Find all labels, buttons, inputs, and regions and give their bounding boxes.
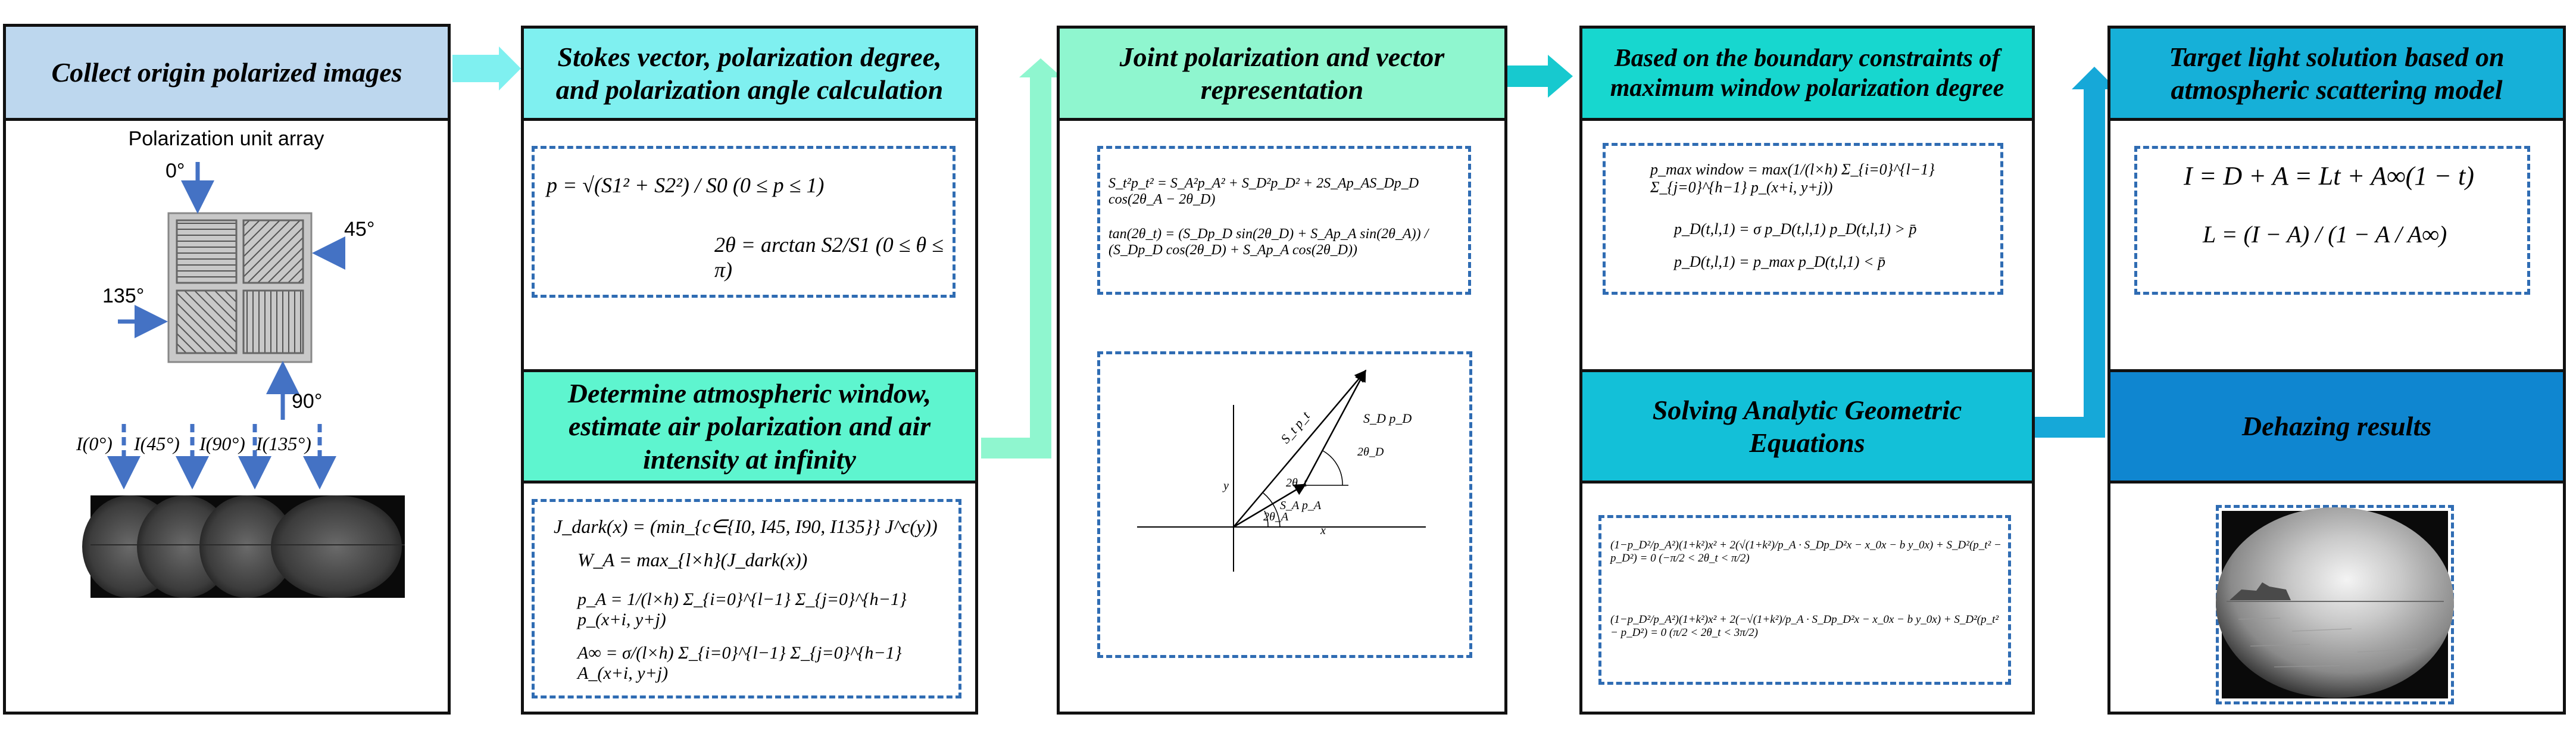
diagram-2theta-d-label: 2θ_D [1357, 445, 1384, 458]
boundary-eq-case1: p_D(t,l,1) = σ p_D(t,l,1) p_D(t,l,1) > p… [1674, 220, 1917, 238]
solving-eq-2: (1−p_D²/p_A²)(1+k²)x² + 2(−√(1+k²)/p_A ·… [1610, 613, 1999, 639]
panel-solving-title: Solving Analytic Geometric Equations [1579, 369, 2035, 484]
intensity-label-45: I(45°) [134, 433, 180, 454]
angle-label-0: 0° [166, 160, 185, 182]
target-eq-radiance: L = (I − A) / (1 − A / A∞) [2203, 221, 2447, 248]
arrow-p2-p3 [981, 58, 1062, 458]
arrow-p3-p4 [1507, 55, 1573, 98]
panel-dehazing-title: Dehazing results [2107, 369, 2566, 484]
angle-label-135: 135° [102, 285, 145, 307]
polarization-array-caption: Polarization unit array [128, 127, 324, 150]
diagram-x-label: x [1320, 524, 1326, 537]
polarizer-45 [242, 219, 304, 284]
joint-eq-angle: tan(2θ_t) = (S_Dp_D sin(2θ_D) + S_Ap_A s… [1109, 226, 1429, 258]
target-eq-scattering: I = D + A = Lt + A∞(1 − t) [2184, 161, 2474, 191]
panel-stokes-title: Stokes vector, polarization degree, and … [521, 26, 978, 121]
panel-collect-images [3, 24, 451, 715]
polarizer-135 [176, 289, 238, 354]
polarizer-0 [176, 219, 238, 284]
stokes-eq-polarization-degree: p = √(S1² + S2²) / S0 (0 ≤ p ≤ 1) [547, 173, 825, 197]
eq-dark-channel: J_dark(x) = (min_{c∈{I0, I45, I90, I135}… [554, 516, 938, 537]
angle-label-90: 90° [292, 390, 323, 413]
arc-2theta-a [1264, 510, 1269, 528]
solving-equation-box [1598, 515, 2011, 685]
panel-joint-vector-title: Joint polarization and vector representa… [1057, 26, 1507, 121]
eq-air-polarization: p_A = 1/(l×h) Σ_{i=0}^{l−1} Σ_{j=0}^{h−1… [577, 589, 907, 629]
arrow-p1-p2 [452, 46, 521, 91]
eq-air-intensity: A∞ = σ/(l×h) Σ_{i=0}^{l−1} Σ_{j=0}^{h−1}… [577, 643, 902, 683]
solving-eq-1: (1−p_D²/p_A²)(1+k²)x² + 2(√(1+k²)/p_A · … [1610, 539, 2002, 564]
arrow-p4-p5 [2035, 67, 2117, 438]
arc-2theta-d [1322, 450, 1343, 486]
boundary-eq-pmax: p_max window = max(1/(l×h) Σ_{i=0}^{l−1}… [1650, 161, 1935, 196]
polarizer-90 [242, 289, 304, 354]
diagram-y-label: y [1223, 479, 1229, 492]
intensity-label-90: I(90°) [199, 433, 245, 454]
intensity-label-135: I(135°) [256, 433, 311, 454]
angle-label-45: 45° [344, 218, 375, 241]
panel-boundary-title: Based on the boundary constraints of max… [1579, 26, 2035, 121]
atmospheric-equation-box [532, 499, 961, 698]
stokes-eq-polarization-angle: 2θ = arctan S2/S1 (0 ≤ θ ≤ π) [714, 233, 944, 282]
vector-sa [1233, 484, 1307, 528]
vector-sd [1303, 369, 1366, 486]
diagram-sd-label: S_D p_D [1363, 411, 1412, 426]
boundary-eq-case2: p_D(t,l,1) = p_max p_D(t,l,1) < p̄ [1674, 253, 1885, 270]
joint-equation-box [1097, 146, 1471, 295]
raw-polarized-images [82, 495, 405, 598]
vector-st [1233, 370, 1367, 528]
joint-eq-magnitude: S_t²p_t² = S_A²p_A² + S_D²p_D² + 2S_Ap_A… [1109, 176, 1419, 207]
stokes-equation-box [532, 146, 956, 298]
boundary-equation-box [1603, 143, 2003, 295]
arc-2theta-t [1263, 492, 1281, 528]
diagram-2theta-a-label: 2θ_A [1263, 510, 1289, 523]
ship-silhouette [2230, 582, 2291, 600]
panel-target-light-title: Target light solution based on atmospher… [2107, 26, 2566, 121]
intensity-label-0: I(0°) [76, 433, 113, 454]
diagram-2theta-t-label: 2θ_t [1286, 476, 1307, 489]
intensity-arrows [107, 424, 336, 489]
vector-diagram-box [1097, 351, 1472, 658]
panel-atmospheric-window-title: Determine atmospheric window, estimate a… [521, 369, 978, 484]
diagram-sa-label: S_A p_A [1280, 499, 1322, 512]
eq-window: W_A = max_{l×h}(J_dark(x)) [577, 549, 808, 570]
panel-collect-images-title: Collect origin polarized images [3, 24, 451, 121]
target-equation-box [2134, 146, 2530, 295]
